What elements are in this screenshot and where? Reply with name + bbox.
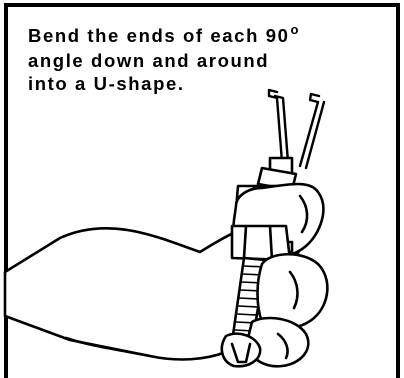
bent-wire-leads	[269, 90, 324, 168]
